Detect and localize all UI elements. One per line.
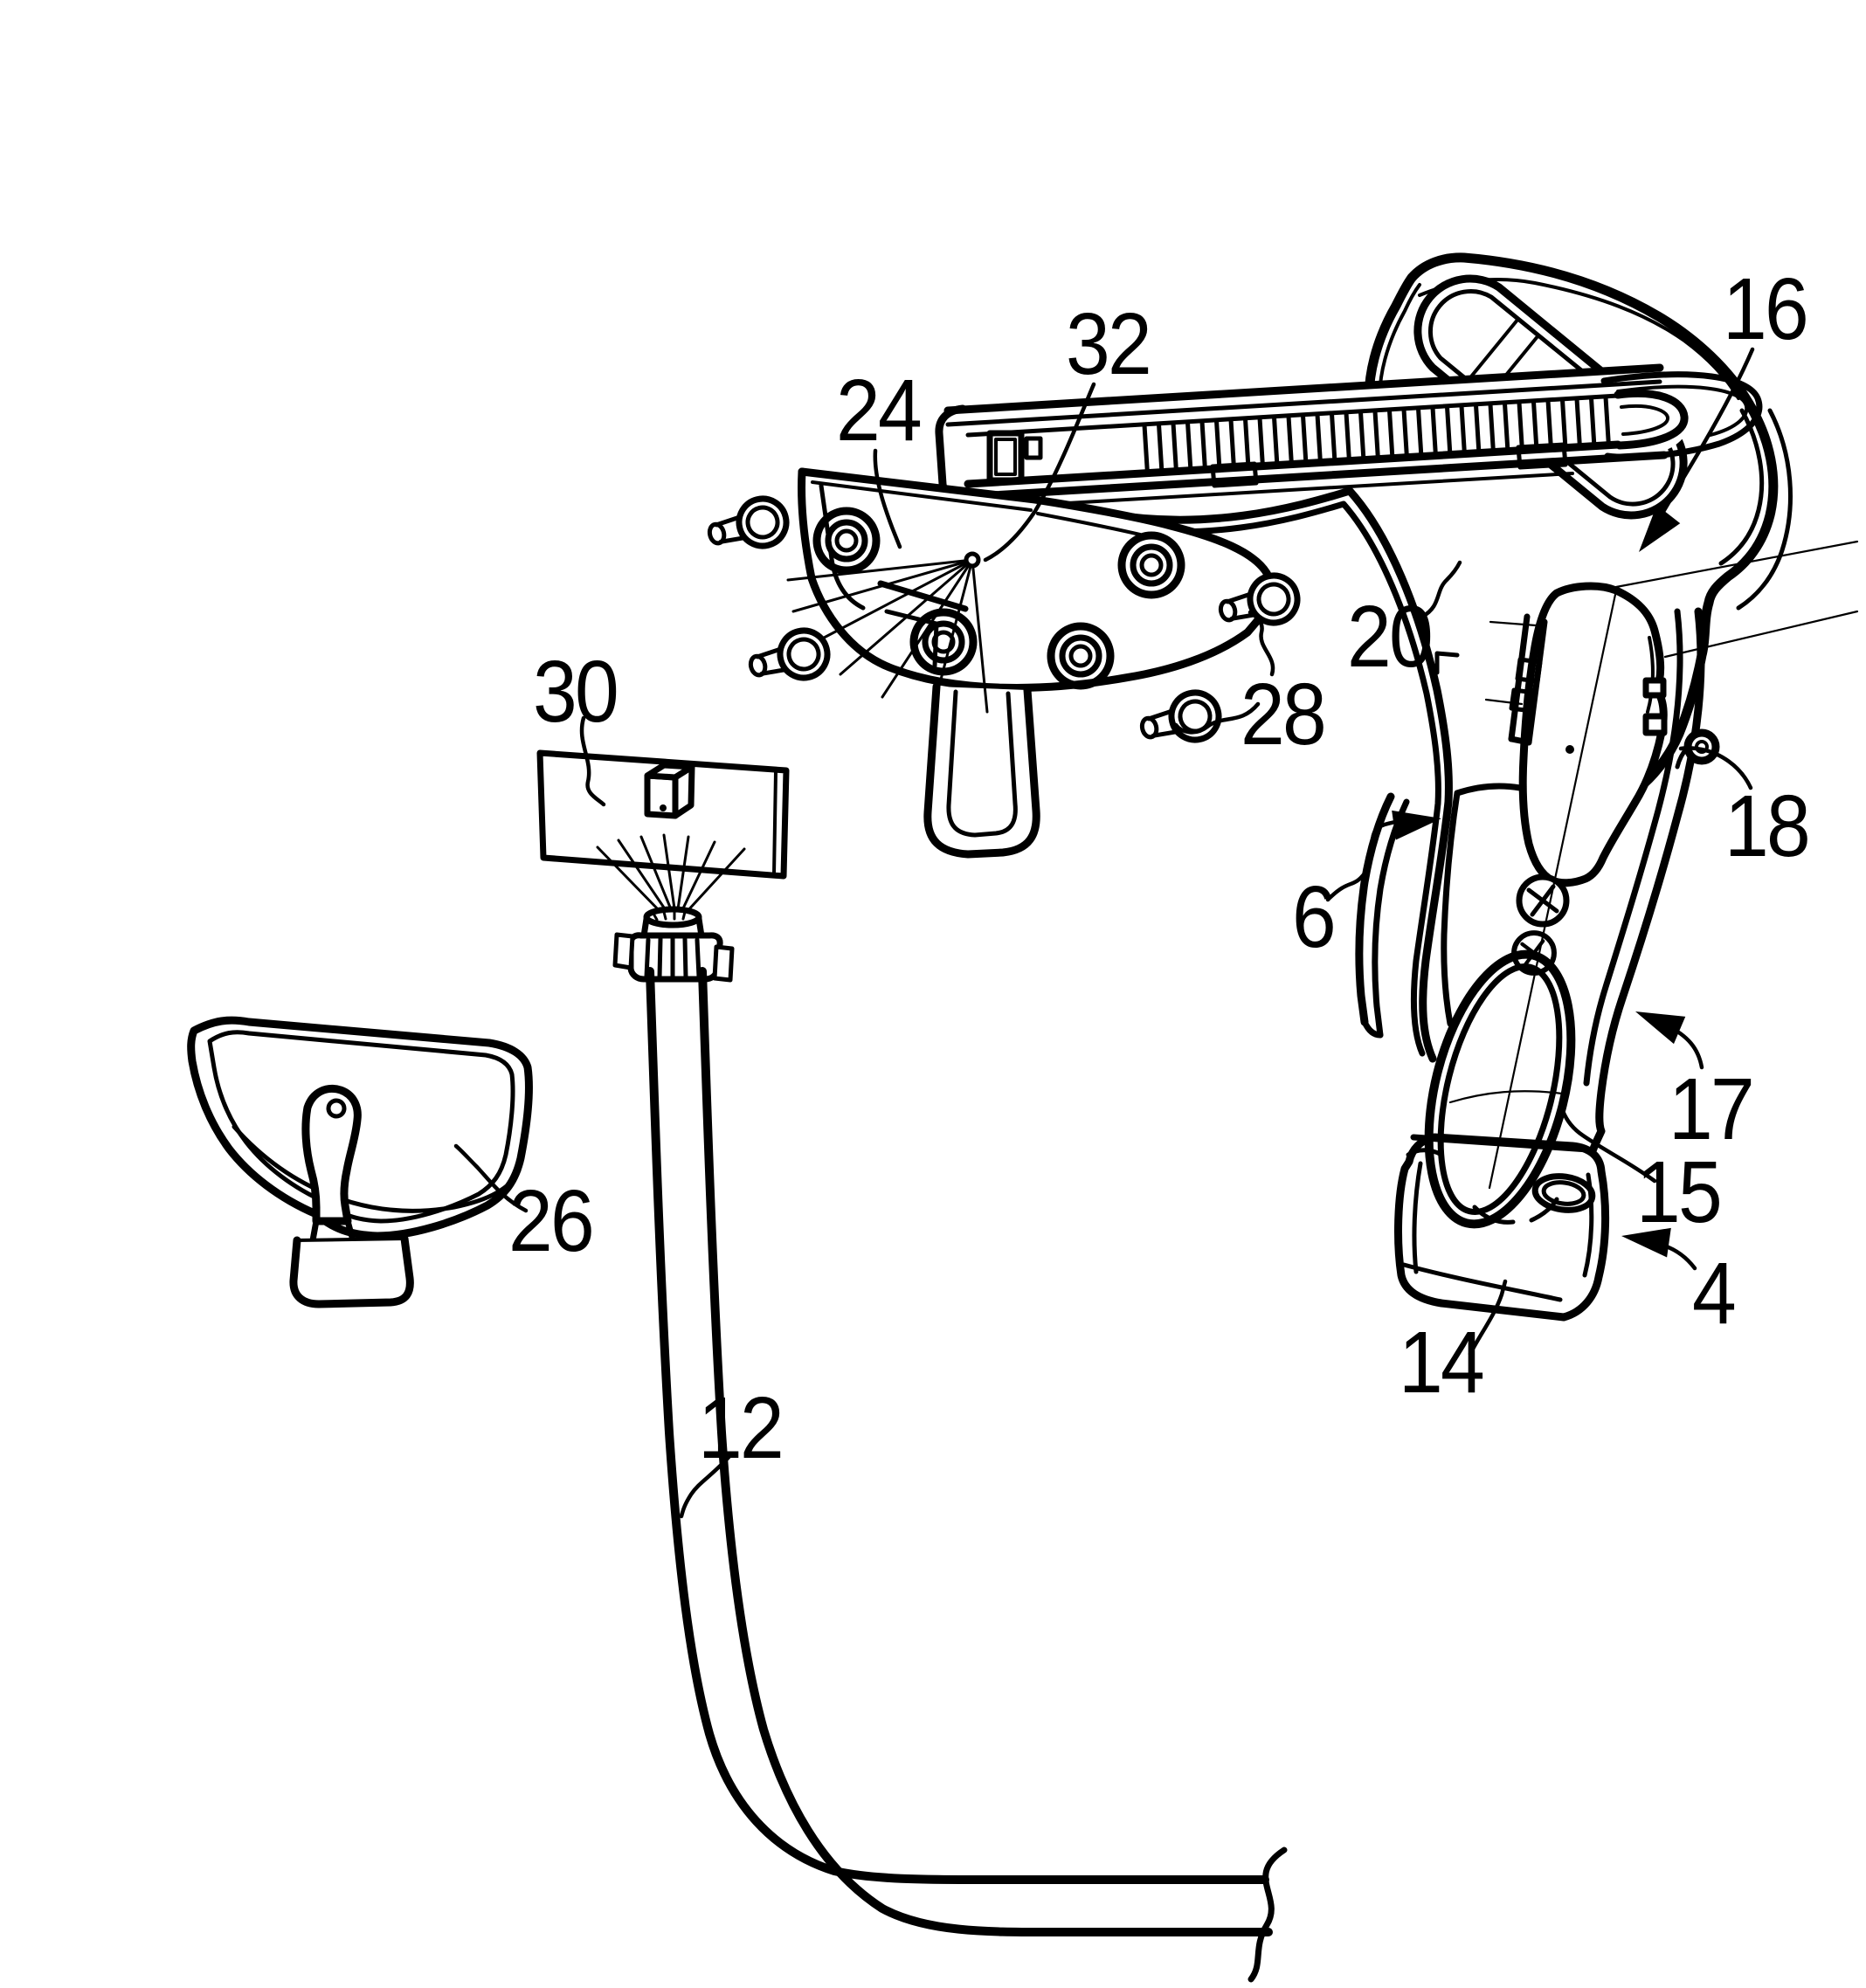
right-blade-inner (1583, 608, 1683, 1087)
label-15: 15 (1560, 1108, 1723, 1241)
label-32: 32 (983, 295, 1152, 563)
rack-teeth (1142, 395, 1611, 476)
cover-shell (187, 1016, 533, 1308)
screw (745, 625, 832, 690)
shell-hook (301, 1084, 362, 1225)
label-26-leader (453, 1143, 529, 1213)
label-17: 17 (1635, 1011, 1755, 1158)
label-20-text: 20 (1347, 588, 1431, 686)
body-right-edge (1627, 398, 1779, 798)
label-30-text: 30 (533, 643, 617, 741)
wire-fan (596, 833, 746, 914)
label-12-text: 12 (698, 1379, 782, 1477)
oval-ring (1424, 949, 1576, 1229)
rail-right-bullet-end (1614, 389, 1689, 450)
cable-ferrule-clamp (612, 906, 735, 983)
label-6-arrowhead (1392, 810, 1441, 840)
label-15-text: 15 (1636, 1143, 1720, 1241)
label-18-text: 18 (1724, 777, 1808, 875)
rail-window (986, 430, 1025, 484)
label-30: 30 (533, 643, 619, 807)
rail-notch (1024, 436, 1043, 460)
label-4-text: 4 (1692, 1245, 1734, 1343)
label-24: 24 (836, 362, 923, 549)
label-32-text: 32 (1066, 295, 1150, 393)
mounting-bracket (786, 467, 1276, 859)
label-18-leader (1678, 746, 1753, 790)
label-14-leader (1468, 1279, 1508, 1356)
label-16-text: 16 (1723, 260, 1807, 358)
label-6-text: 6 (1292, 868, 1334, 966)
label-12-leader (679, 1451, 735, 1519)
label-14-text: 14 (1399, 1314, 1482, 1412)
label-12: 12 (679, 1379, 784, 1519)
axis-lines (1488, 540, 1859, 1190)
label-28-text: 28 (1241, 666, 1324, 763)
arm-insert-edge (1441, 790, 1461, 1027)
bracket-tongue (923, 682, 1040, 859)
label-16: 16 (1639, 260, 1809, 552)
label-28-leader (1173, 701, 1261, 735)
label-18: 18 (1678, 746, 1811, 875)
label-28: 28 (1173, 610, 1327, 763)
label-26: 26 (453, 1143, 595, 1270)
spring-ray-fan (786, 551, 989, 714)
label-14: 14 (1399, 1279, 1508, 1412)
ratchet-strip (1508, 613, 1548, 746)
label-4-arrowhead (1621, 1227, 1671, 1258)
shell-pedestal (289, 1234, 414, 1308)
label-15-leader (1560, 1108, 1657, 1184)
label-17-arrowhead (1635, 1011, 1686, 1045)
cable-break-symbol (1247, 1846, 1288, 1983)
label-20: 20 (1347, 560, 1462, 686)
fan-pivot (964, 551, 981, 569)
cam-center-dot (1565, 745, 1574, 754)
phillips-screw (1519, 877, 1566, 924)
label-32-leader (983, 382, 1096, 563)
label-4: 4 (1621, 1227, 1737, 1343)
pivot-knuckle-and-arm (1355, 582, 1720, 1168)
label-24-text: 24 (836, 362, 920, 459)
label-24-leader (873, 448, 902, 549)
connector-cube (644, 762, 695, 819)
label-30-leader (579, 715, 606, 807)
label-6: 6 (1292, 810, 1441, 966)
label-16-arrowhead (1639, 505, 1681, 552)
box-top-hole (1531, 1173, 1596, 1213)
toothed-rail (920, 363, 1763, 530)
cable (646, 967, 1288, 1983)
arm-left-flange (1355, 792, 1395, 1026)
label-26-text: 26 (508, 1172, 592, 1270)
screw (1137, 687, 1223, 752)
connector-plate-assembly (536, 749, 790, 983)
screw (704, 494, 791, 558)
body-top-edge (1406, 252, 1754, 409)
label-20-leader (1420, 560, 1462, 619)
label-28-leader (1247, 610, 1275, 677)
label-17-text: 17 (1669, 1060, 1752, 1158)
